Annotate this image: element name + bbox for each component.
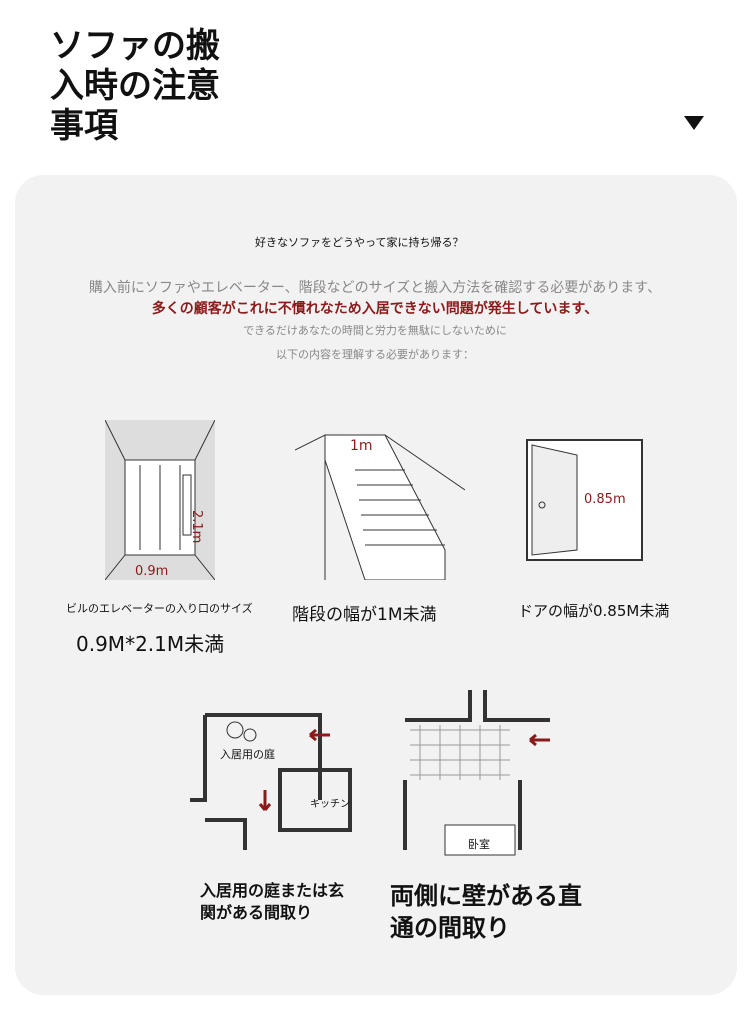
info-card [15,175,737,995]
intro-line-2: 多くの顧客がこれに不慣れなため入居できない問題が発生しています、 [151,301,599,317]
corridor-floorplan-illustration: 卧室 [403,690,550,856]
intro-question: 好きなソファをどうやって家に持ち帰る？ [255,236,464,249]
intro-line-4: 以下の内容を理解する必要があります： [276,348,474,361]
elevator-width-label: 0.9m [135,564,168,579]
elevator-illustration: 2.1m 0.9m [105,420,215,580]
stairs-width-label: 1m [350,438,373,454]
garden-caption: 入居用の庭または玄関がある間取り [200,881,345,922]
garden-label: 入居用の庭 [220,747,275,761]
page-title: ソファの搬入時の注意事項 [50,26,220,146]
elevator-size-caption: 0.9M*2.1M未満 [76,632,225,656]
door-width-label: 0.85m [584,492,626,507]
elevator-height-label: 2.1m [189,510,204,543]
door-illustration: 0.85m [526,439,643,561]
corridor-caption: 両側に壁がある直通の間取り [390,882,582,942]
kitchen-label: キッチン [310,798,350,810]
stairs-illustration: 1m [295,434,465,580]
door-caption: ドアの幅が0.85M未満 [518,602,670,620]
intro-line-3: できるだけあなたの時間と労力を無駄にしないために [243,324,507,337]
elevator-caption: ビルのエレベーターの入り口のサイズ [66,602,253,615]
stairs-caption: 階段の幅が1M未満 [292,605,437,625]
bedroom-label: 卧室 [468,837,490,851]
dropdown-triangle-icon[interactable] [684,116,704,130]
garden-floorplan-illustration: 入居用の庭 キッチン [190,713,352,850]
intro-line-1: 購入前にソファやエレベーター、階段などのサイズと搬入方法を確認する必要があります… [88,280,662,296]
